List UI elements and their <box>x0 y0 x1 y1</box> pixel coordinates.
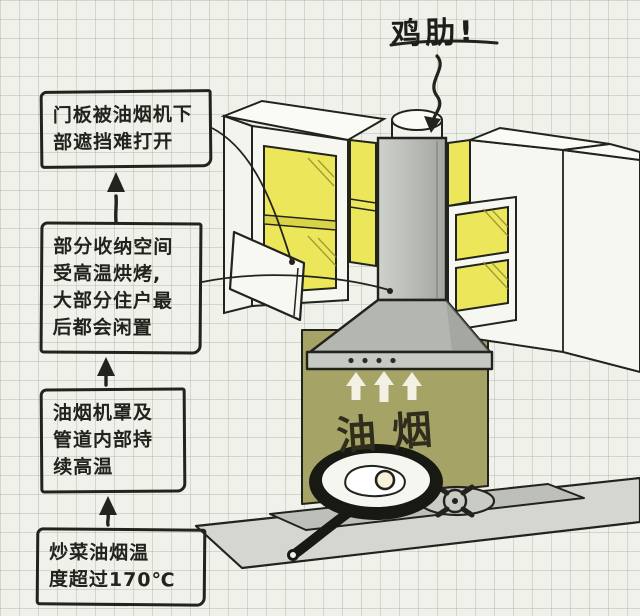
callout-box-fume-temp: 炒菜油烟温 度超过170℃ <box>35 527 207 607</box>
flow-arrow-up-3 <box>107 172 125 223</box>
flow-arrow-up-1 <box>99 496 117 527</box>
frying-pan <box>287 444 443 561</box>
fried-egg-icon <box>344 464 406 498</box>
jilei-arrow <box>389 39 499 133</box>
callout-box-door-blocked: 门板被油烟机下 部遮挡难打开 <box>39 89 213 169</box>
label-jilei: 鸡肋! <box>390 14 478 53</box>
cabinet-side-panel <box>447 138 471 208</box>
flow-arrow-up-2 <box>97 357 115 387</box>
right-cabinets <box>447 126 640 374</box>
connector-lines <box>201 127 393 294</box>
cabinet-shelf <box>263 214 337 231</box>
jilei-underline <box>389 39 499 47</box>
pan-handle-hole <box>287 549 299 561</box>
steam-arrow-icon <box>374 371 394 402</box>
hood-canopy <box>305 298 494 371</box>
hood-control-lights <box>348 357 396 364</box>
callout-box-storage-baked: 部分收纳空间 受高温烘烤, 大部分住户最 后都会闲置 <box>39 221 203 355</box>
hood-chimney <box>376 136 448 302</box>
callout-box-duct-hot: 油烟机罩及 管道内部持 续高温 <box>39 387 187 494</box>
range-hood <box>305 109 494 371</box>
flow-arrows <box>97 172 125 527</box>
steam-arrow-icon <box>402 372 422 400</box>
label-cooking-fumes: 油烟 <box>334 406 450 460</box>
cabinet-side-panel <box>349 138 377 268</box>
steam-arrow-icon <box>346 372 366 400</box>
steam-arrows <box>346 371 422 402</box>
